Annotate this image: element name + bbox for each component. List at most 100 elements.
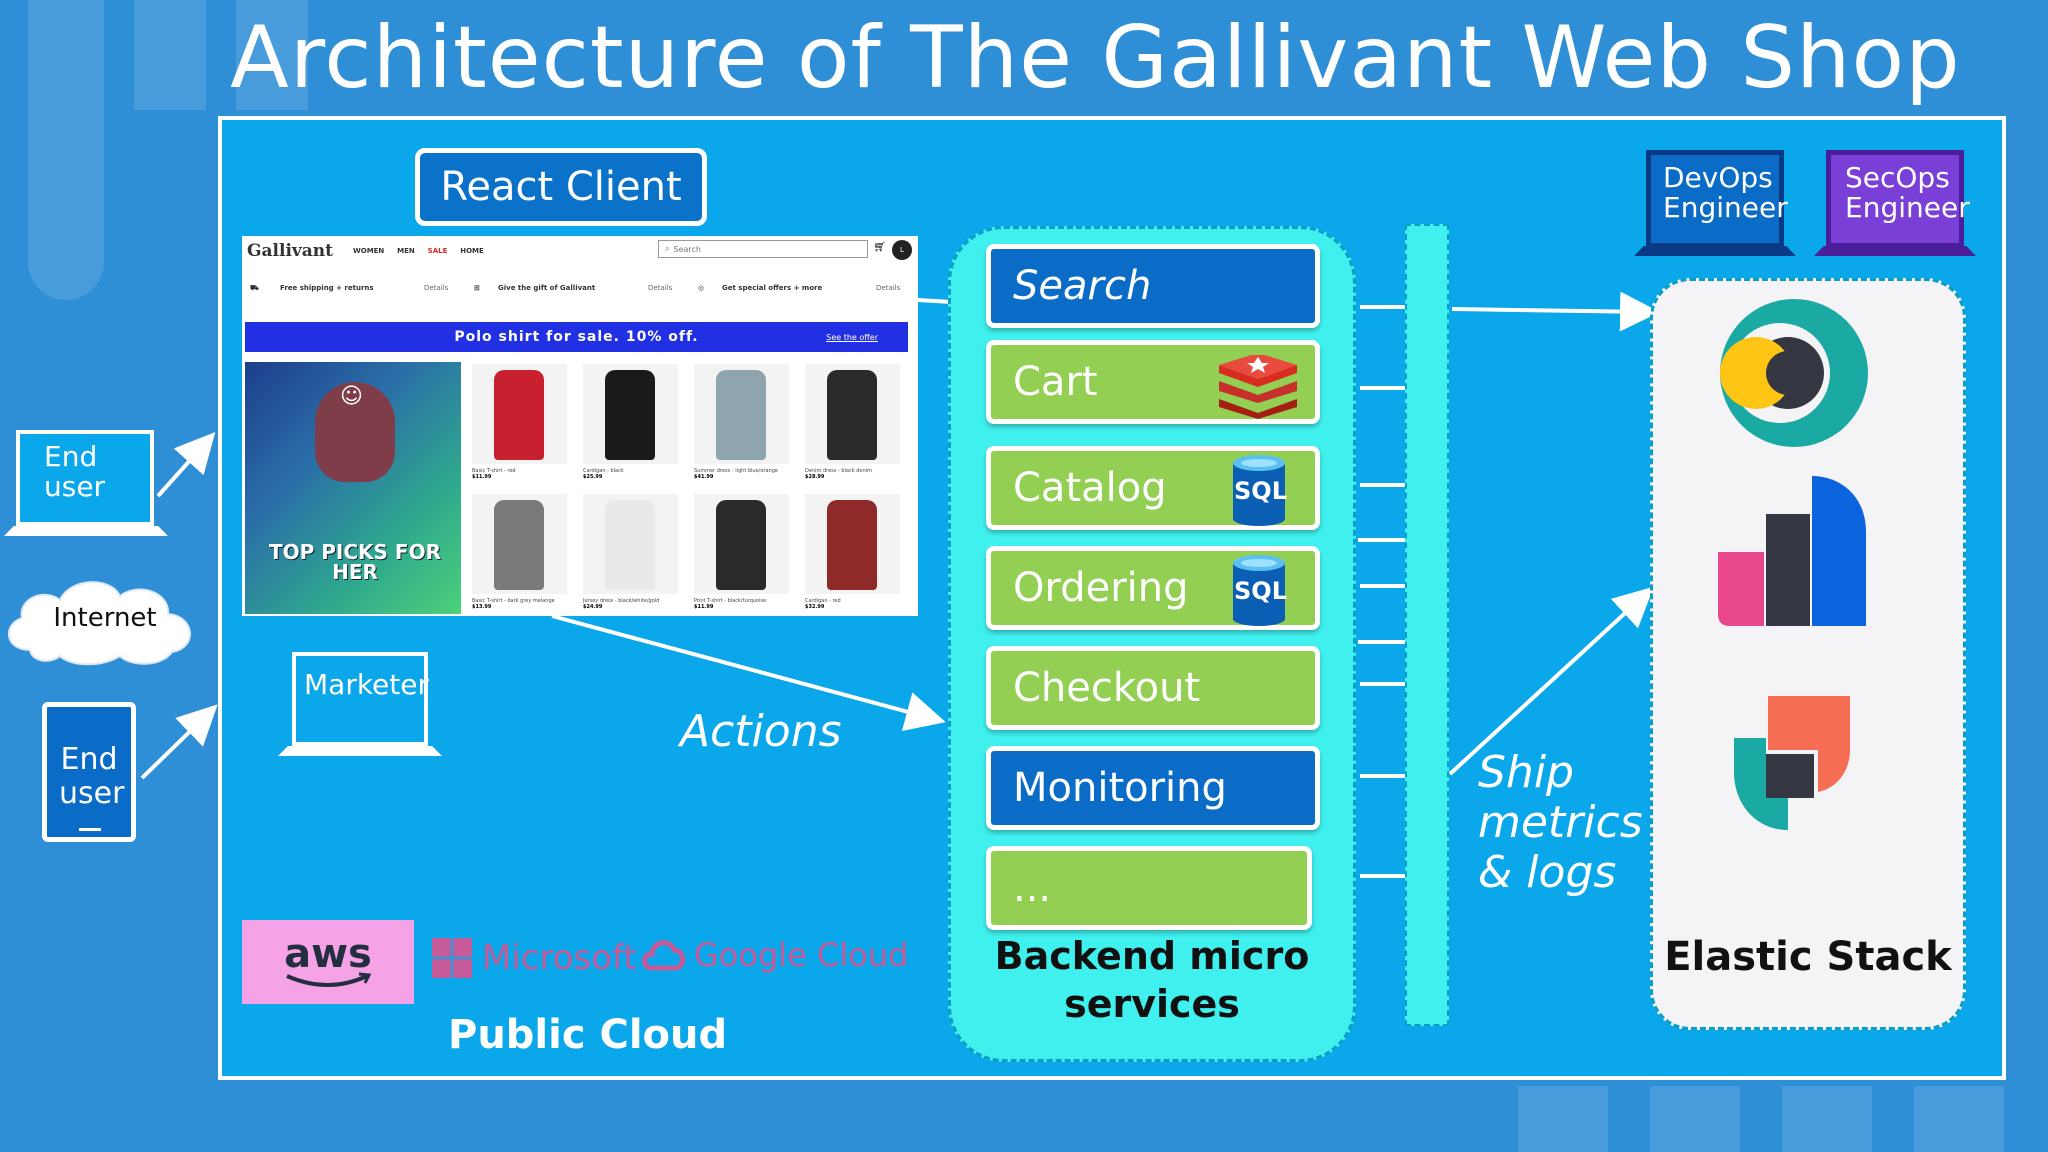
redis-icon [1219,355,1297,419]
nav-link-sale[interactable]: SALE [427,247,448,255]
message-bus [1405,224,1449,1026]
service-more: ... [986,846,1312,930]
promo-details[interactable]: Details [876,284,901,292]
service-label: Ordering [1013,565,1189,611]
product-name: Denim dress - black denim [805,468,872,474]
microsoft-grid-icon [432,938,472,978]
page-title: Architecture of The Gallivant Web Shop [230,8,1961,108]
react-client-box: React Client [415,148,707,226]
nav-link-men[interactable]: MEN [397,247,415,255]
product-price: $13.99 [472,604,492,610]
product-card[interactable]: Denim dress - black denim$28.99 [805,364,900,480]
nav-link-home[interactable]: HOME [460,247,484,255]
hero-model [315,382,395,482]
laptop-base [1814,246,1976,256]
sql-label: SQL [1234,577,1287,605]
arrow-laptop-to-client [156,432,216,498]
product-card[interactable]: Basic T-shirt - red$11.99 [472,364,567,480]
garment-shape [827,370,877,460]
end-user-tablet-label: End user [59,742,125,811]
hero-image[interactable]: ☺ TOP PICKS FOR HER [245,362,461,614]
microsoft-logo: Microsoft [432,938,637,978]
product-price: $28.99 [805,474,825,480]
sql-database-icon: SQL [1231,553,1287,627]
gift-icon: ⊞ [474,284,480,292]
promo-banner[interactable]: Polo shirt for sale. 10% off. See the of… [245,322,908,352]
ship-metrics-label: Ship metrics & logs [1478,748,1643,898]
backend-label: Backend micro services [994,934,1310,1026]
store-promos: ⛟ Free shipping + returns Details ⊞ Give… [242,282,918,300]
service-label: Checkout [1013,665,1201,711]
product-price: $25.99 [583,474,603,480]
product-name: Summer dress - light blue/orange [694,468,778,474]
bg-stripe [236,0,308,110]
google-cloud-icon [642,940,685,971]
product-image [694,364,789,464]
garment-shape [716,500,766,590]
elastic-logo [1720,299,1868,447]
ship-label-line: & logs [1478,847,1617,898]
product-card[interactable]: Cardigan - black$25.99 [583,364,678,480]
microsoft-logo-text: Microsoft [482,938,637,978]
truck-icon: ⛟ [250,284,259,292]
service-label: Cart [1013,359,1098,405]
laptop-icon: End user [16,430,154,526]
search-icon: ⌕ [665,244,670,253]
public-cloud-label: Public Cloud [448,1012,728,1058]
product-image [805,494,900,594]
elastic-stack-label: Elastic Stack [1664,934,1952,980]
garment-shape [827,500,877,590]
service-search: Search [986,244,1320,328]
bg-stripe [28,0,104,300]
bg-stripe [134,0,206,110]
end-user-label: End user [44,440,106,503]
sql-label: SQL [1234,477,1287,505]
ship-label-line: metrics [1478,797,1643,848]
store-brand: Gallivant [247,241,334,261]
arrow-actions [551,614,946,731]
promo-banner-link[interactable]: See the offer [826,332,878,342]
promo-gift: Give the gift of Gallivant [498,284,596,292]
product-name: Cardigan - red [805,598,841,604]
arrow-ship-logs [1448,586,1654,776]
garment-shape [716,370,766,460]
nav-link-women[interactable]: WOMEN [353,247,385,255]
product-name: Basic T-shirt - dark grey melange [472,598,555,604]
store-nav: Gallivant WOMEN MEN SALE HOME [242,236,918,266]
promo-details[interactable]: Details [648,284,673,292]
product-name: Cardigan - black [583,468,624,474]
hero-text: TOP PICKS FOR HER [269,540,441,584]
sql-database-icon: SQL [1231,453,1287,527]
promo-banner-text: Polo shirt for sale. 10% off. [454,329,699,345]
laptop-icon: SecOps Engineer [1826,150,1970,248]
promo-details[interactable]: Details [424,284,449,292]
avatar[interactable]: L [892,240,912,260]
secops-label: SecOps Engineer [1845,161,1970,224]
service-label: Search [1013,263,1152,309]
bg-stripe [1782,1086,1872,1152]
kibana-logo [1718,476,1866,626]
garment-shape [605,370,655,460]
product-card[interactable]: Jersey dress - black/white/gold$24.99 [583,494,678,610]
actions-label: Actions [680,706,842,757]
arrow-tablet-to-client [140,704,218,780]
product-card[interactable]: Summer dress - light blue/orange$41.99 [694,364,789,480]
store-search-input[interactable]: ⌕ Search [658,240,868,258]
garment-shape [494,370,544,460]
service-label: Monitoring [1013,765,1227,811]
google-cloud-logo-text: Google Cloud [694,936,909,974]
cart-icon[interactable]: 🛒︎ [873,242,886,253]
product-price: $11.99 [694,604,714,610]
product-card[interactable]: Basic T-shirt - dark grey melange$13.99 [472,494,567,610]
product-price: $24.99 [583,604,603,610]
bg-stripe [1518,1086,1608,1152]
product-card[interactable]: Cardigan - red$32.99 [805,494,900,610]
laptop-icon: Marketer [292,652,429,746]
product-image [694,494,789,594]
promo-offers: Get special offers + more [722,284,823,292]
product-name: Basic T-shirt - red [472,468,516,474]
product-card[interactable]: Print T-shirt - black/turquoise$11.99 [694,494,789,610]
product-image [583,364,678,464]
